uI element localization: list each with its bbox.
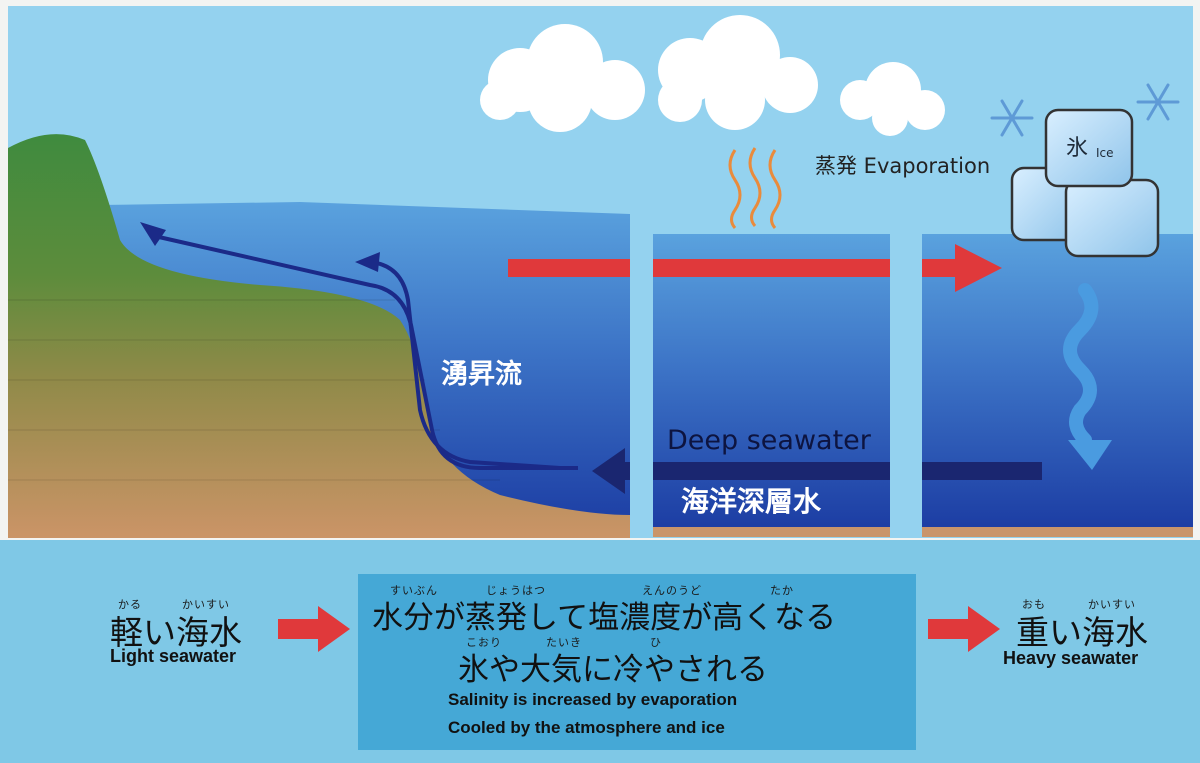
- arrow-to-center: [278, 606, 350, 652]
- center-ruby-3: えんのうど: [642, 584, 702, 597]
- surface-current-arrow: [508, 244, 1002, 292]
- center-ruby-1: すいぶん: [390, 584, 438, 597]
- heavy-seawater-en: Heavy seawater: [1003, 648, 1139, 668]
- ice-label-ja: 氷: [1066, 136, 1089, 161]
- ice-label-en: Ice: [1096, 146, 1114, 160]
- sea-middle: [653, 234, 890, 535]
- center-line2: 氷や大気に冷やされる: [458, 652, 768, 688]
- center-ruby-2: じょうはつ: [486, 584, 546, 597]
- steam-icon: [728, 147, 782, 229]
- center-ruby-6: たいき: [546, 636, 582, 649]
- arrow-to-heavy: [928, 606, 1000, 652]
- center-ruby-5: こおり: [466, 636, 502, 649]
- center-ruby-4: たか: [770, 584, 794, 597]
- heavy-ruby-1: おも: [1022, 598, 1046, 611]
- heavy-seawater-ja: 重い海水: [1016, 613, 1148, 652]
- light-ruby-2: かいすい: [182, 598, 230, 611]
- sinking-arrow-icon: [1063, 283, 1112, 470]
- gap-2: [890, 232, 922, 538]
- deep-seawater-label-en: Deep seawater: [667, 425, 871, 456]
- light-ruby-1: かる: [118, 598, 142, 611]
- heavy-ruby-2: かいすい: [1088, 598, 1136, 611]
- light-seawater-en: Light seawater: [110, 646, 237, 666]
- center-en-line1: Salinity is increased by evaporation: [448, 690, 738, 709]
- ice-cube-icon: [1010, 108, 1160, 258]
- process-box: すいぶん じょうはつ えんのうど たか 水分が蒸発して塩濃度が高くなる こおり …: [358, 574, 916, 750]
- land-slope: [8, 134, 630, 538]
- snowflake-icon: [990, 83, 1180, 137]
- upwelling-arrowhead-1: [140, 222, 166, 246]
- cloud-icon: [480, 15, 945, 136]
- center-ruby-7: ひ: [650, 636, 662, 649]
- legend-panel: かる かいすい 軽い海水 Light seawater すいぶん じょうはつ え…: [0, 540, 1200, 763]
- upwelling-arrows: [149, 233, 578, 470]
- diagram-illustration: [8, 6, 1193, 538]
- upwelling-arrowhead-2: [355, 252, 380, 272]
- center-en-line2: Cooled by the atmosphere and ice: [448, 718, 725, 737]
- deep-current-arrow: [592, 448, 1042, 494]
- center-line1: 水分が蒸発して塩濃度が高くなる: [372, 600, 837, 636]
- seabed-middle: [653, 527, 890, 537]
- deep-seawater-label-ja: 海洋深層水: [681, 485, 822, 518]
- evaporation-label: 蒸発 Evaporation: [815, 154, 991, 178]
- upwelling-label: 湧昇流: [441, 359, 522, 390]
- seabed-right: [922, 527, 1193, 537]
- land-strata: [8, 299, 500, 481]
- light-seawater-ja: 軽い海水: [110, 613, 242, 652]
- gap-1: [630, 232, 653, 538]
